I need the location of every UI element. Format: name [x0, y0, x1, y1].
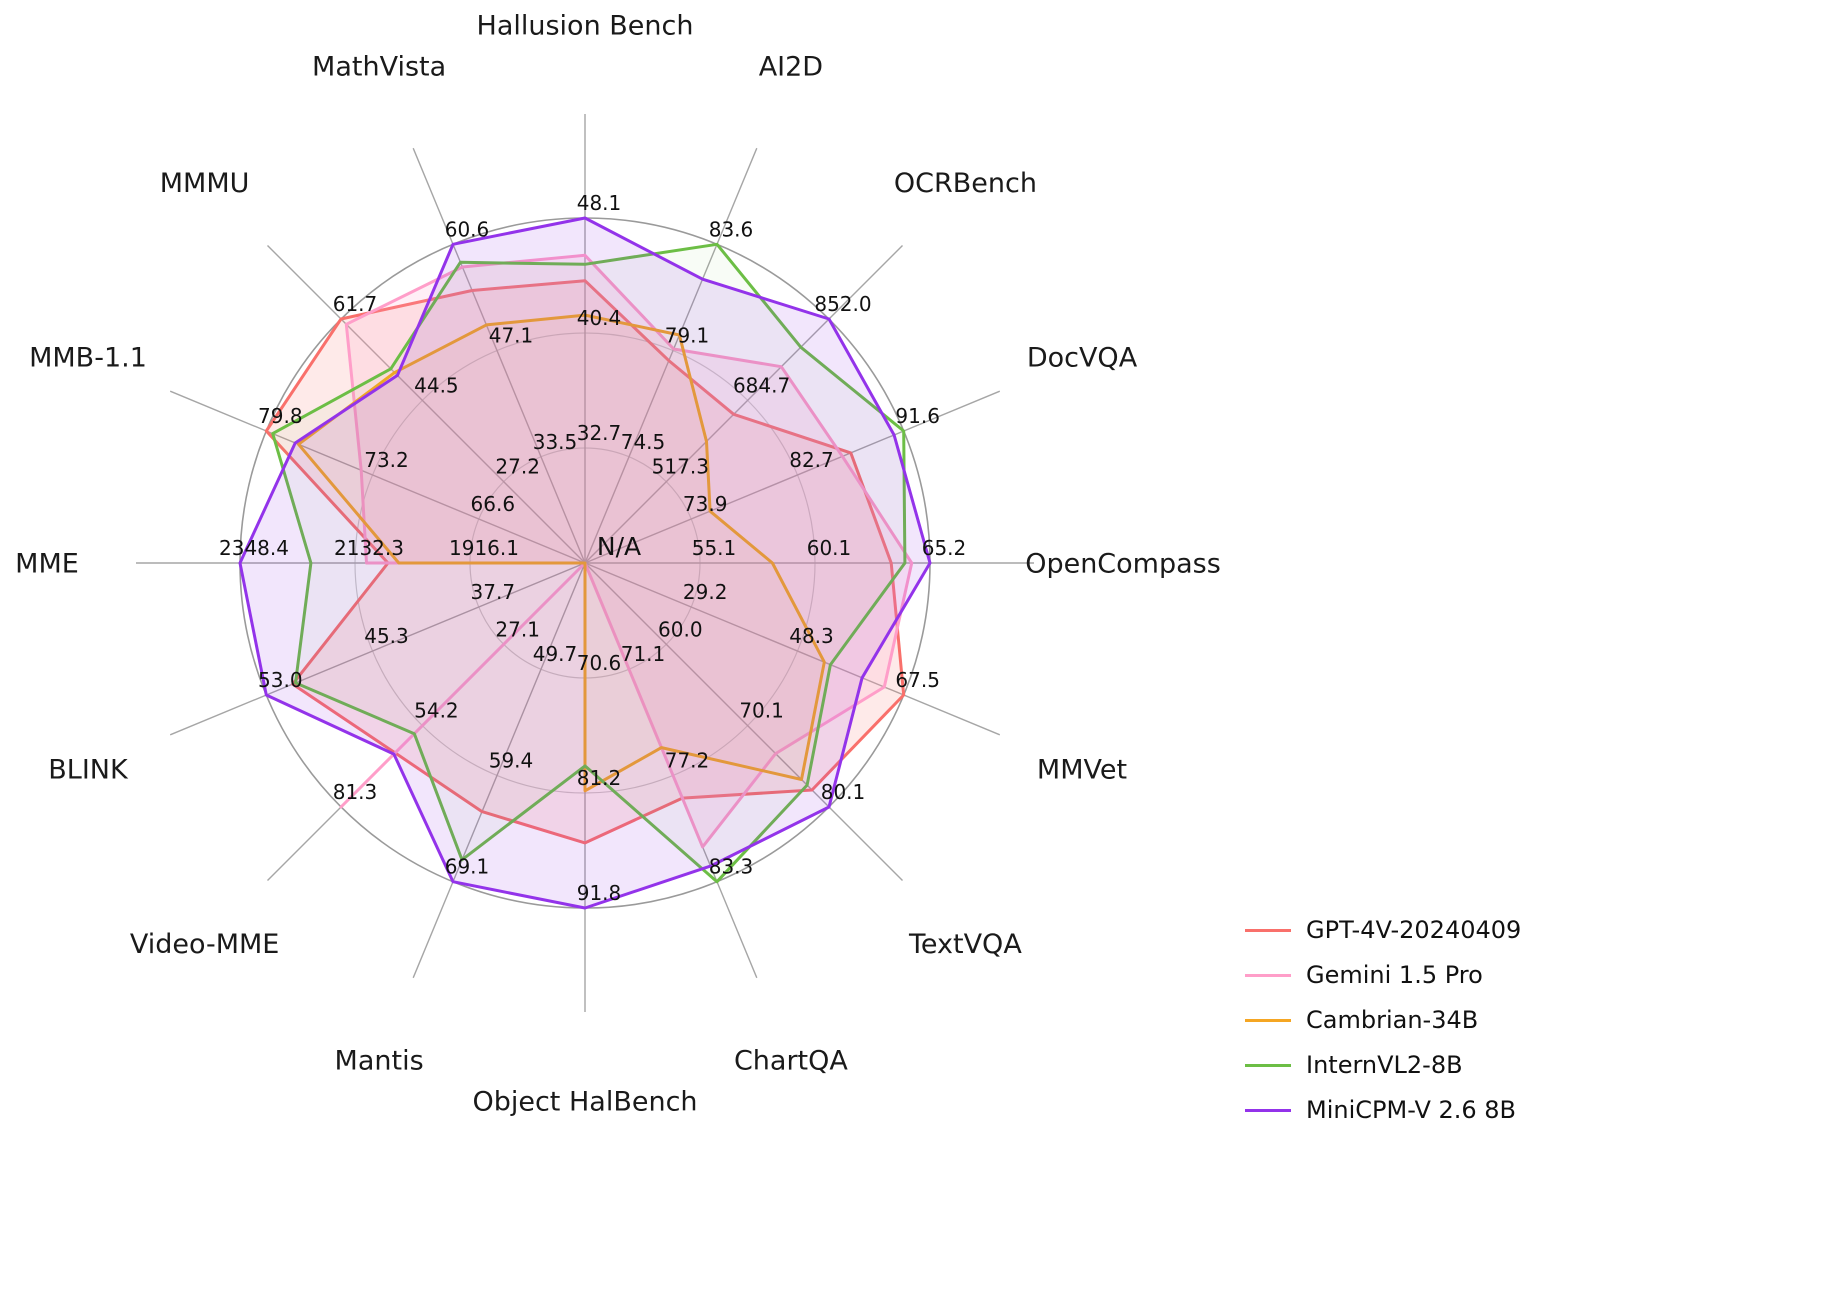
axis-label-ocrbench: OCRBench — [894, 168, 1037, 199]
tick-label-blink-0: 37.7 — [471, 580, 516, 604]
tick-label-blink-2: 53.0 — [258, 668, 303, 692]
tick-label-textvqa-0: 60.0 — [658, 617, 703, 641]
tick-label-blink-1: 45.3 — [364, 624, 409, 648]
axis-label-ai2d: AI2D — [759, 51, 823, 82]
axis-label-opencompass: OpenCompass — [1025, 548, 1221, 579]
tick-label-object-halbench-1: 81.2 — [577, 766, 622, 790]
axis-label-docvqa: DocVQA — [1027, 343, 1138, 374]
legend-swatch — [1245, 1108, 1291, 1112]
tick-label-mantis-2: 69.1 — [445, 855, 490, 879]
tick-label-mathvista-0: 33.5 — [533, 430, 578, 454]
tick-label-object-halbench-0: 70.6 — [577, 651, 622, 675]
tick-label-mantis-0: 49.7 — [533, 642, 578, 666]
axis-label-video-mme: Video-MME — [130, 929, 280, 960]
tick-label-opencompass-1: 60.1 — [807, 536, 852, 560]
axis-label-hallusion-bench: Hallusion Bench — [477, 10, 694, 41]
tick-label-mathvista-2: 60.6 — [445, 217, 490, 241]
tick-label-mmmu-0: 27.2 — [495, 455, 540, 479]
tick-label-mmb-1-1-1: 73.2 — [364, 448, 409, 472]
axis-label-mmmu: MMMU — [160, 168, 250, 199]
tick-label-opencompass-2: 65.2 — [922, 536, 967, 560]
tick-label-docvqa-1: 82.7 — [789, 448, 834, 472]
tick-label-mmvet-0: 29.2 — [683, 580, 728, 604]
axis-label-chartqa: ChartQA — [734, 1045, 848, 1076]
tick-label-mmb-1-1-0: 66.6 — [471, 492, 516, 516]
axis-label-mme: MME — [15, 548, 79, 579]
legend-label: Cambrian-34B — [1306, 1006, 1479, 1034]
legend-item: GPT-4V-20240409 — [1245, 916, 1521, 944]
series-polygon-internvl2-8b — [271, 242, 907, 884]
axis-label-object-halbench: Object HalBench — [472, 1086, 697, 1117]
legend-label: GPT-4V-20240409 — [1306, 916, 1522, 944]
tick-label-mmvet-2: 67.5 — [895, 668, 940, 692]
series-polygon-gemini-1-5-pro — [339, 253, 914, 849]
legend-item: Cambrian-34B — [1245, 1006, 1521, 1034]
tick-label-chartqa-0: 71.1 — [621, 642, 666, 666]
tick-label-mme-1: 2132.3 — [334, 536, 404, 560]
legend-label: InternVL2-8B — [1306, 1051, 1463, 1079]
legend-swatch — [1245, 973, 1291, 977]
tick-label-chartqa-1: 77.2 — [665, 749, 710, 773]
series-polygon-cambrian-34b — [297, 313, 826, 793]
tick-label-ai2d-2: 83.6 — [709, 217, 754, 241]
legend-item: MiniCPM-V 2.6 8B — [1245, 1096, 1521, 1124]
tick-label-textvqa-1: 70.1 — [739, 699, 784, 723]
tick-label-hallusion-bench-2: 48.1 — [577, 191, 622, 215]
axis-label-mmb-1-1: MMB-1.1 — [29, 343, 147, 374]
tick-label-ocrbench-0: 517.3 — [652, 455, 709, 479]
tick-label-textvqa-2: 80.1 — [821, 780, 866, 804]
tick-label-ocrbench-2: 852.0 — [814, 292, 871, 316]
tick-label-docvqa-0: 73.9 — [683, 492, 728, 516]
tick-label-mathvista-1: 47.1 — [489, 324, 534, 348]
legend-item: Gemini 1.5 Pro — [1245, 961, 1521, 989]
legend-swatch — [1245, 1018, 1291, 1022]
chart-legend: GPT-4V-20240409 Gemini 1.5 Pro Cambrian-… — [1245, 916, 1521, 1124]
tick-label-hallusion-bench-0: 32.7 — [577, 421, 622, 445]
tick-label-opencompass-0: 55.1 — [692, 536, 737, 560]
legend-label: MiniCPM-V 2.6 8B — [1306, 1096, 1517, 1124]
legend-item: InternVL2-8B — [1245, 1051, 1521, 1079]
tick-label-mme-0: 1916.1 — [449, 536, 519, 560]
tick-label-chartqa-2: 83.3 — [709, 855, 754, 879]
tick-label-ocrbench-1: 684.7 — [733, 373, 790, 397]
axis-label-textvqa: TextVQA — [908, 929, 1022, 960]
axis-label-mantis: Mantis — [335, 1045, 424, 1076]
center-na-label: N/A — [597, 532, 641, 561]
tick-label-video-mme-0: 27.1 — [495, 617, 540, 641]
tick-label-ai2d-0: 74.5 — [621, 430, 666, 454]
tick-label-docvqa-2: 91.6 — [895, 404, 940, 428]
tick-label-mantis-1: 59.4 — [489, 749, 534, 773]
tick-label-object-halbench-2: 91.8 — [577, 881, 622, 905]
tick-label-mmmu-2: 61.7 — [333, 292, 378, 316]
series-polygon-minicpm-v-2-6-8b — [238, 216, 932, 910]
axis-label-blink: BLINK — [48, 754, 129, 785]
tick-label-hallusion-bench-1: 40.4 — [577, 306, 622, 330]
tick-label-mmvet-1: 48.3 — [789, 624, 834, 648]
axis-label-mathvista: MathVista — [312, 51, 446, 82]
tick-label-video-mme-2: 81.3 — [333, 780, 378, 804]
legend-swatch — [1245, 1063, 1291, 1067]
tick-label-video-mme-1: 54.2 — [414, 699, 459, 723]
axis-label-mmvet: MMVet — [1037, 754, 1127, 785]
tick-label-mmmu-1: 44.5 — [414, 373, 459, 397]
tick-label-mmb-1-1-2: 79.8 — [258, 404, 303, 428]
tick-label-mme-2: 2348.4 — [219, 536, 289, 560]
legend-swatch — [1245, 928, 1291, 932]
tick-label-ai2d-1: 79.1 — [665, 324, 710, 348]
legend-label: Gemini 1.5 Pro — [1306, 961, 1483, 989]
